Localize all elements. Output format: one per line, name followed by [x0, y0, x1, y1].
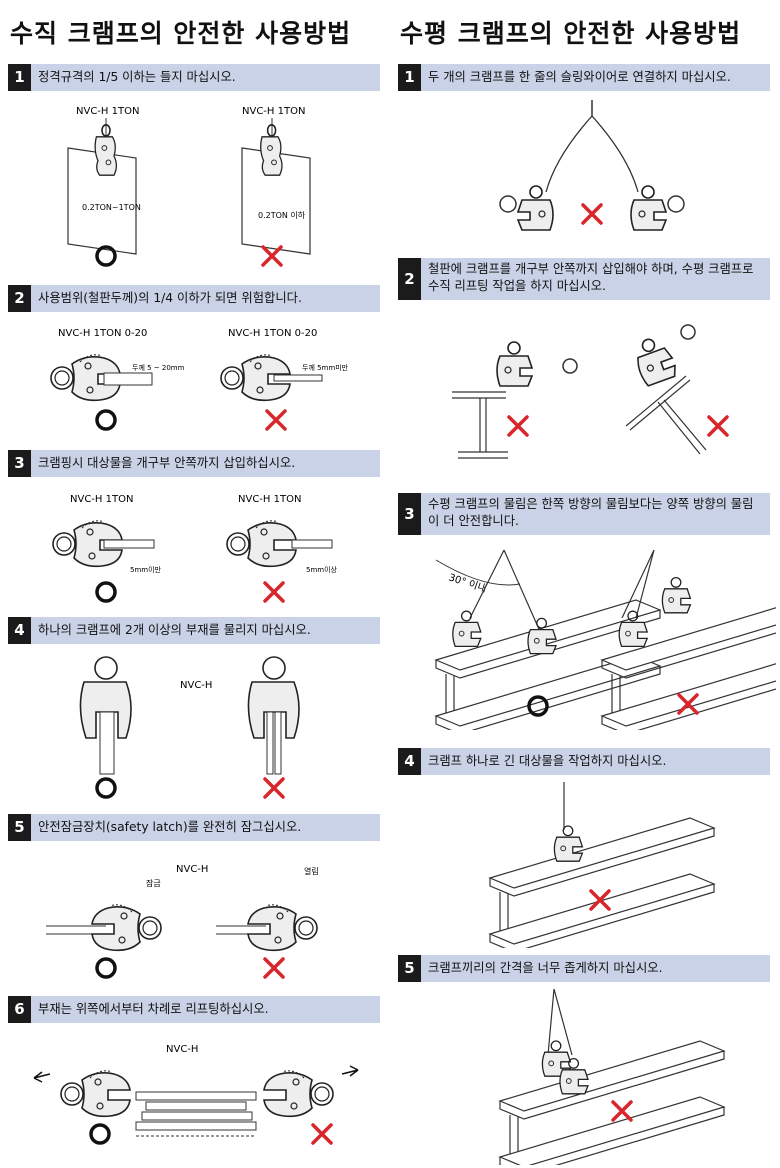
right-step-5-figure [499, 988, 725, 1165]
step-number: 2 [398, 258, 421, 300]
vertical-clamp-column: 수직 크램프의 안전한 사용방법 1 정격규격의 1/5 이하는 들지 마십시오… [6, 0, 386, 1168]
thickness-label: 두께 5mm미만 [302, 363, 349, 372]
angle-label: 30° 이내 [447, 571, 488, 595]
gap-label: 5mm이만 [130, 565, 162, 574]
right-step-2-bar: 2 철판에 크램프를 개구부 안쪽까지 삽입해야 하며, 수평 크램프로 수직 … [398, 258, 770, 300]
step-number: 5 [8, 814, 31, 841]
step-number: 6 [8, 996, 31, 1023]
ng-mark [263, 581, 285, 603]
model-label: NVC-H 1TON [242, 106, 305, 117]
left-step-5-figure: NVC-H 잠금 열림 [46, 864, 319, 979]
left-step-2-figure: NVC-H 1TON 0-20 NVC-H 1TON 0-20 두께 5 ~ 2… [50, 328, 349, 431]
step-text: 크램프끼리의 간격을 너무 좁게하지 마십시오. [428, 961, 663, 975]
step-number: 2 [8, 285, 31, 312]
right-step-4-bar: 4 크램프 하나로 긴 대상물을 작업하지 마십시오. [398, 748, 770, 775]
step-text: 하나의 크램프에 2개 이상의 부재를 물리지 마십시오. [38, 623, 311, 637]
right-step-3-figure: 30° 이내 [435, 549, 776, 730]
left-step-4-bar: 4 하나의 크램프에 2개 이상의 부재를 물리지 마십시오. [8, 617, 380, 644]
ng-mark [507, 415, 529, 437]
right-step-4-figure [489, 782, 715, 948]
ng-mark [265, 409, 287, 431]
ng-mark [263, 777, 285, 799]
right-step-1-figure [499, 100, 685, 231]
left-step-5-bar: 5 안전잠금장치(safety latch)를 완전히 잠그십시오. [8, 814, 380, 841]
ng-mark [261, 245, 283, 267]
step-number: 1 [8, 64, 31, 91]
model-label: NVC-H 1TON 0-20 [228, 328, 317, 339]
ok-mark [95, 581, 117, 603]
step-number: 3 [8, 450, 31, 477]
left-step-4-figure: NVC-H [79, 656, 300, 799]
step-number: 4 [8, 617, 31, 644]
step-number: 3 [398, 493, 421, 535]
horizontal-clamp-column: 수평 크램프의 안전한 사용방법 1 두 개의 크램프를 한 줄의 슬링와이어로… [396, 0, 776, 1168]
ng-mark [311, 1123, 333, 1145]
step-text: 안전잠금장치(safety latch)를 완전히 잠그십시오. [38, 820, 302, 834]
ng-mark [263, 957, 285, 979]
load-range-label: 0.2TON~1TON [82, 203, 141, 212]
model-label: NVC-H 1TON 0-20 [58, 328, 147, 339]
thickness-label: 두께 5 ~ 20mm [132, 364, 185, 372]
step-text: 철판에 크램프를 개구부 안쪽까지 삽입해야 하며, 수평 크램프로 수직 리프… [428, 262, 754, 293]
step-text: 크램프 하나로 긴 대상물을 작업하지 마십시오. [428, 754, 667, 768]
ok-mark [95, 409, 117, 431]
ng-mark [707, 415, 729, 437]
left-step-2-bar: 2 사용범위(철판두께)의 1/4 이하가 되면 위험합니다. [8, 285, 380, 312]
ng-mark [611, 1100, 633, 1122]
model-label: NVC-H 1TON [76, 106, 139, 117]
right-step-1-bar: 1 두 개의 크램프를 한 줄의 슬링와이어로 연결하지 마십시오. [398, 64, 770, 91]
model-label: NVC-H [176, 864, 208, 875]
left-step-3-bar: 3 크램핑시 대상물을 개구부 안쪽까지 삽입하십시오. [8, 450, 380, 477]
model-label: NVC-H 1TON [70, 494, 133, 505]
right-step-3-bar: 3 수평 크램프의 물림은 한쪽 방향의 물림보다는 양쪽 방향의 물림이 더 … [398, 493, 770, 535]
open-label: 열림 [304, 866, 319, 876]
lock-label: 잠금 [146, 878, 161, 888]
step-text: 수평 크램프의 물림은 한쪽 방향의 물림보다는 양쪽 방향의 물림이 더 안전… [428, 497, 754, 528]
right-step-2-figure [452, 324, 729, 459]
load-range-label: 0.2TON 이하 [258, 210, 306, 220]
model-label: NVC-H 1TON [238, 494, 301, 505]
step-text: 두 개의 크램프를 한 줄의 슬링와이어로 연결하지 마십시오. [428, 70, 731, 84]
right-step-5-bar: 5 크램프끼리의 간격을 너무 좁게하지 마십시오. [398, 955, 770, 982]
ok-mark [95, 777, 117, 799]
ng-mark [581, 203, 603, 225]
left-step-6-bar: 6 부재는 위쪽에서부터 차례로 리프팅하십시오. [8, 996, 380, 1023]
gap-label: 5mm이상 [306, 565, 338, 574]
left-step-1-bar: 1 정격규격의 1/5 이하는 들지 마십시오. [8, 64, 380, 91]
left-step-6-figure: NVC-H [33, 1044, 359, 1145]
step-number: 5 [398, 955, 421, 982]
left-step-1-figure: NVC-H 1TON NVC-H 1TON 0.2TON~1TON 0.2TON… [67, 106, 311, 267]
left-step-3-figure: NVC-H 1TON NVC-H 1TON 5mm이만 5mm이상 [52, 494, 338, 603]
model-label: NVC-H [180, 680, 212, 691]
horizontal-clamp-heading: 수평 크램프의 안전한 사용방법 [400, 19, 742, 48]
step-text: 부재는 위쪽에서부터 차례로 리프팅하십시오. [38, 1002, 269, 1016]
ok-mark [95, 957, 117, 979]
ok-mark [89, 1123, 111, 1145]
step-text: 크램핑시 대상물을 개구부 안쪽까지 삽입하십시오. [38, 456, 296, 470]
step-text: 사용범위(철판두께)의 1/4 이하가 되면 위험합니다. [38, 291, 302, 305]
model-label: NVC-H [166, 1044, 198, 1055]
vertical-clamp-heading: 수직 크램프의 안전한 사용방법 [10, 19, 352, 48]
step-text: 정격규격의 1/5 이하는 들지 마십시오. [38, 70, 236, 84]
step-number: 1 [398, 64, 421, 91]
step-number: 4 [398, 748, 421, 775]
